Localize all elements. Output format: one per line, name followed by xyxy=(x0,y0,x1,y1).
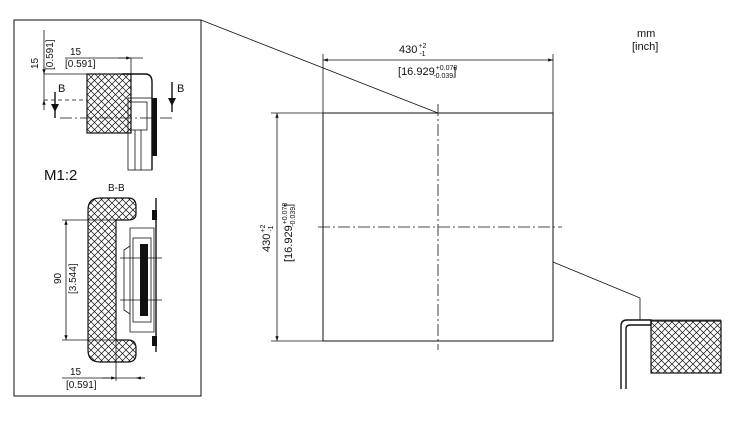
section-clip-top xyxy=(152,210,157,220)
top-device-body xyxy=(127,97,153,171)
cut-mark-left-arrow xyxy=(51,104,59,112)
dim-top-vertical-inch: [0.591] xyxy=(45,39,56,70)
dim-height-value: 90 xyxy=(53,272,64,284)
top-device-inner xyxy=(130,101,148,131)
cut-mark-right-label: B xyxy=(177,83,184,95)
top-device-clamp xyxy=(152,98,157,156)
section-device-lip xyxy=(123,245,131,315)
dim-top-horizontal-inch: [0.591] xyxy=(65,59,96,70)
scale-label: M1:2 xyxy=(44,167,77,184)
section-device-core xyxy=(140,244,148,316)
detail-leader-line xyxy=(200,19,439,114)
height-value: 430+2-1 xyxy=(260,225,275,252)
dim-top-vertical-value: 15 xyxy=(30,57,41,69)
section-clip-bottom xyxy=(152,336,157,346)
height-inch-value: [16.929+0.078-0.039] xyxy=(282,203,297,262)
top-frame-profile xyxy=(122,73,153,170)
detail-panel: B B 15 [0.591] 15 [0.591] M1:2 B-B xyxy=(13,19,439,397)
dim-bottom-value: 15 xyxy=(70,367,82,378)
cut-mark-right-arrow xyxy=(168,98,176,106)
detail-frame xyxy=(13,19,202,397)
section-seal-profile xyxy=(87,197,137,363)
dim-bottom-inch: [0.591] xyxy=(66,380,97,391)
section-device-inner xyxy=(132,237,152,323)
mounting-detail xyxy=(620,319,722,389)
units-primary: mm xyxy=(637,28,655,40)
mounting-panel-bend xyxy=(620,319,652,389)
units-secondary: [inch] xyxy=(632,41,658,53)
width-inch-value: [16.929+0.078-0.039] xyxy=(398,65,457,80)
mounting-leader xyxy=(552,261,641,320)
section-device-body xyxy=(129,227,155,333)
section-label: B-B xyxy=(108,183,125,194)
dim-height-inch: [3.544] xyxy=(68,263,79,294)
cut-mark-left-label: B xyxy=(58,83,65,95)
dim-top-horizontal-value: 15 xyxy=(70,47,82,58)
top-detail: B B 15 [0.591] 15 [0.591] xyxy=(30,30,184,171)
width-value: 430+2-1 xyxy=(399,43,426,58)
top-seal-block xyxy=(86,73,132,134)
section-bb-view: 90 [3.544] 15 [0.591] xyxy=(53,197,162,391)
main-view: 430+2-1 [16.929+0.078-0.039] 430+2-1 [16… xyxy=(260,43,641,350)
mounting-wall-hatch xyxy=(650,320,722,374)
